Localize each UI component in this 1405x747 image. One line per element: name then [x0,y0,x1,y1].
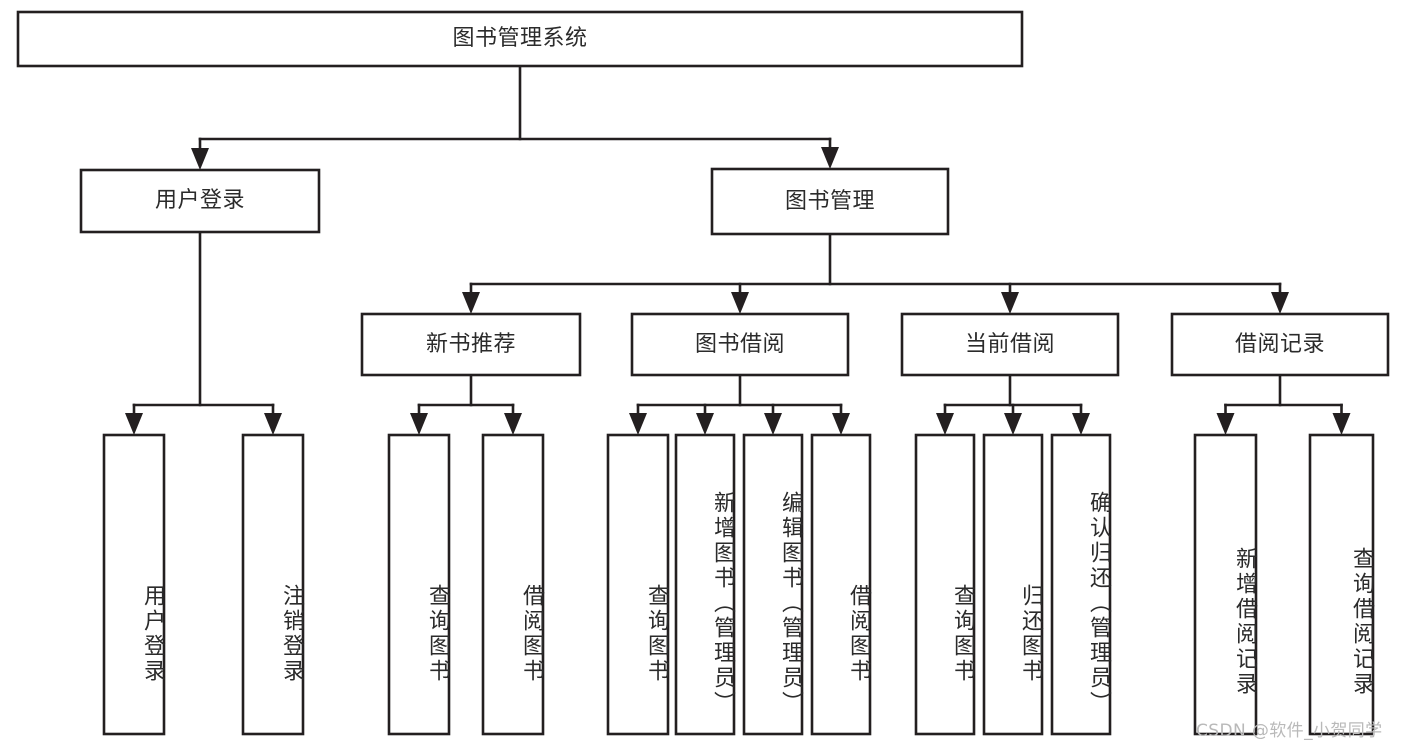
node-box-new-book-rec [360,312,582,377]
arrow-head-leaf-cur-query [936,413,954,435]
node-box-leaf-borrow-query [606,433,670,736]
node-box-leaf-rec-add [1193,433,1258,736]
arrow-head-user-login [191,148,209,170]
arrow-head-leaf-borrow-query [629,413,647,435]
arrow-head-new-book-rec [462,292,480,314]
node-box-leaf-user-logout [241,433,305,736]
arrow-head-leaf-rec-add [1216,413,1235,435]
node-box-borrow-record [1170,312,1390,377]
node-box-leaf-borrow-edit [742,433,804,736]
node-box-book-manage [710,167,950,236]
arrow-head-leaf-cur-return [1004,413,1022,435]
node-box-root [16,10,1024,68]
arrow-head-book-manage [821,147,839,169]
nodes-layer [16,10,1390,736]
node-box-leaf-cur-query [914,433,976,736]
arrow-head-current-borrow [1001,292,1019,314]
node-box-book-borrow [630,312,850,377]
arrow-head-leaf-user-logout [264,413,282,435]
arrow-head-leaf-rec-search [1332,413,1351,435]
edges-layer [125,64,1351,435]
node-box-leaf-cur-confirm [1050,433,1112,736]
node-box-leaf-rec-borrow [481,433,545,736]
node-box-leaf-borrow-lend [810,433,872,736]
node-box-leaf-user-login [102,433,166,736]
arrow-head-book-borrow [731,292,749,314]
arrow-head-leaf-user-login [125,413,143,435]
arrow-head-leaf-borrow-lend [832,413,850,435]
arrow-head-leaf-rec-borrow [504,413,522,435]
node-box-leaf-rec-query [387,433,451,736]
node-box-leaf-borrow-add [674,433,736,736]
node-box-user-login [79,168,321,234]
arrow-head-leaf-cur-confirm [1072,413,1090,435]
arrow-head-leaf-borrow-add [696,413,714,435]
arrow-head-borrow-record [1271,292,1289,314]
node-box-leaf-rec-search [1308,433,1375,736]
node-box-current-borrow [900,312,1120,377]
node-box-leaf-cur-return [982,433,1044,736]
arrow-head-leaf-borrow-edit [764,413,782,435]
arrow-head-leaf-rec-query [410,413,428,435]
